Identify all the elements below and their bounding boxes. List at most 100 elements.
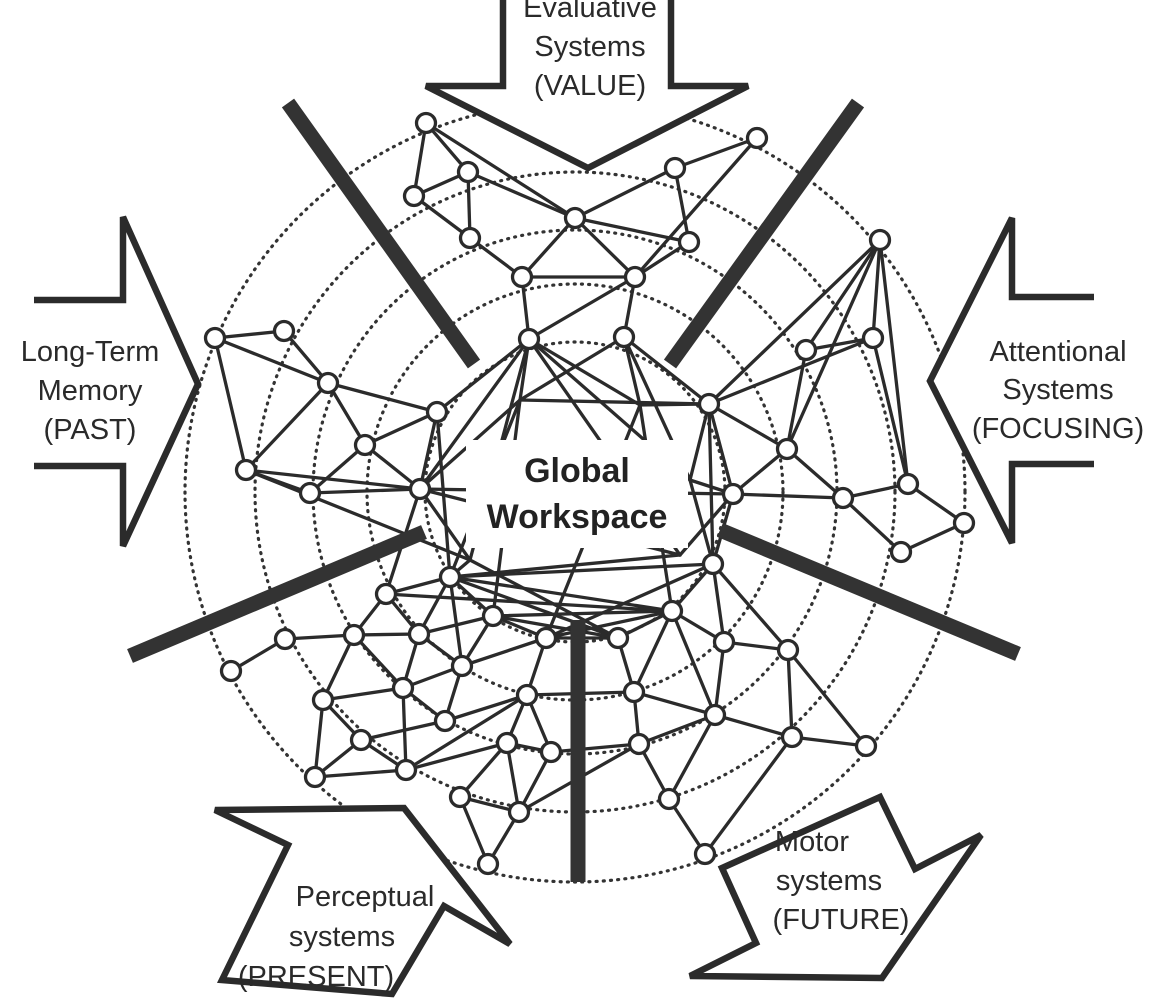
network-edge	[244, 468, 422, 491]
network-node	[703, 703, 727, 727]
network-edge	[491, 614, 620, 640]
network-node	[663, 156, 687, 180]
center-label-line-2: Workspace	[487, 498, 668, 536]
long-term-memory-line-2: Memory	[38, 375, 143, 407]
arrow-evaluative	[424, 0, 750, 172]
network-node	[517, 327, 541, 351]
network-edge	[906, 482, 966, 525]
network-edge	[527, 337, 642, 407]
network-edge	[573, 216, 637, 279]
network-edge	[435, 337, 531, 414]
network-node	[539, 740, 563, 764]
network-node	[458, 226, 482, 250]
network-node	[775, 437, 799, 461]
network-edge	[804, 238, 882, 352]
network-node	[515, 683, 539, 707]
network-node	[896, 472, 920, 496]
network-node	[606, 626, 630, 650]
label-attentional-systems: Attentional Systems (FOCUSING)	[972, 336, 1144, 445]
spoke-upper-left	[281, 98, 481, 369]
network-node	[408, 477, 432, 501]
network-edge	[326, 381, 439, 414]
network-node	[450, 654, 474, 678]
arrow-perceptual	[213, 804, 513, 998]
network-edge	[713, 713, 794, 739]
motor-line-2: systems	[776, 865, 882, 897]
network-edge	[448, 553, 682, 579]
network-edge	[707, 402, 715, 566]
network-edge	[283, 633, 356, 641]
network-edge	[308, 487, 422, 495]
network-node	[407, 622, 431, 646]
network-node	[303, 765, 327, 789]
network-edge	[622, 335, 711, 406]
attentional-line-3: (FOCUSING)	[972, 413, 1144, 445]
network-edge	[418, 410, 439, 491]
network-node	[831, 486, 855, 510]
network-edge	[417, 614, 495, 636]
network-edge	[622, 335, 642, 407]
network-edge	[363, 443, 422, 491]
network-node	[507, 800, 531, 824]
network-node	[627, 732, 651, 756]
network-node	[402, 184, 426, 208]
label-motor-systems: Motor systems (FUTURE)	[773, 826, 910, 936]
network-edge	[458, 795, 490, 866]
network-edge	[321, 633, 356, 702]
network-edge	[549, 742, 641, 754]
network-node	[780, 725, 804, 749]
long-term-memory-line-3: (PAST)	[44, 414, 137, 446]
network-edge	[703, 735, 794, 856]
network-edge	[491, 609, 674, 618]
evaluative-line-3: (VALUE)	[534, 70, 646, 102]
perceptual-line-1: Perceptual	[296, 881, 435, 913]
divider-spokes	[127, 98, 1021, 882]
network-edge	[244, 381, 330, 472]
label-evaluative-systems: Evaluative Systems (VALUE)	[523, 0, 657, 102]
network-edge	[786, 648, 794, 739]
network-node	[612, 325, 636, 349]
network-node	[414, 111, 438, 135]
network-edge	[632, 690, 717, 717]
network-nodes	[203, 111, 976, 876]
network-node	[677, 230, 701, 254]
network-node	[273, 627, 297, 651]
network-node	[854, 734, 878, 758]
network-edge	[707, 238, 882, 406]
network-edge	[448, 562, 715, 579]
network-node	[510, 265, 534, 289]
network-edge	[466, 170, 577, 220]
network-node	[353, 433, 377, 457]
network-edge	[673, 136, 759, 170]
network-node	[342, 623, 366, 647]
label-long-term-memory: Long-Term Memory (PAST)	[21, 336, 160, 446]
network-node	[868, 228, 892, 252]
network-node	[234, 458, 258, 482]
network-edge	[404, 741, 509, 772]
network-edge	[313, 698, 325, 779]
network-node	[745, 126, 769, 150]
network-node	[438, 565, 462, 589]
network-edge	[637, 713, 717, 746]
network-node	[425, 400, 449, 424]
network-edge	[244, 468, 472, 562]
network-node	[701, 552, 725, 576]
network-node	[219, 659, 243, 683]
label-perceptual-systems: Perceptual systems (PRESENT)	[238, 881, 434, 993]
network-edge	[458, 741, 509, 799]
network-edge	[213, 336, 330, 385]
network-edge	[632, 609, 674, 694]
network-node	[693, 842, 717, 866]
network-node	[623, 265, 647, 289]
network-edge	[412, 194, 472, 240]
network-edge	[731, 492, 845, 500]
network-edge	[871, 336, 910, 486]
network-edge	[785, 447, 845, 500]
network-edge	[282, 329, 330, 385]
network-edge	[363, 410, 439, 447]
network-node	[495, 731, 519, 755]
attentional-line-2: Systems	[1002, 374, 1113, 406]
network-edge	[404, 693, 529, 772]
network-edge	[518, 398, 711, 406]
network-node	[563, 206, 587, 230]
